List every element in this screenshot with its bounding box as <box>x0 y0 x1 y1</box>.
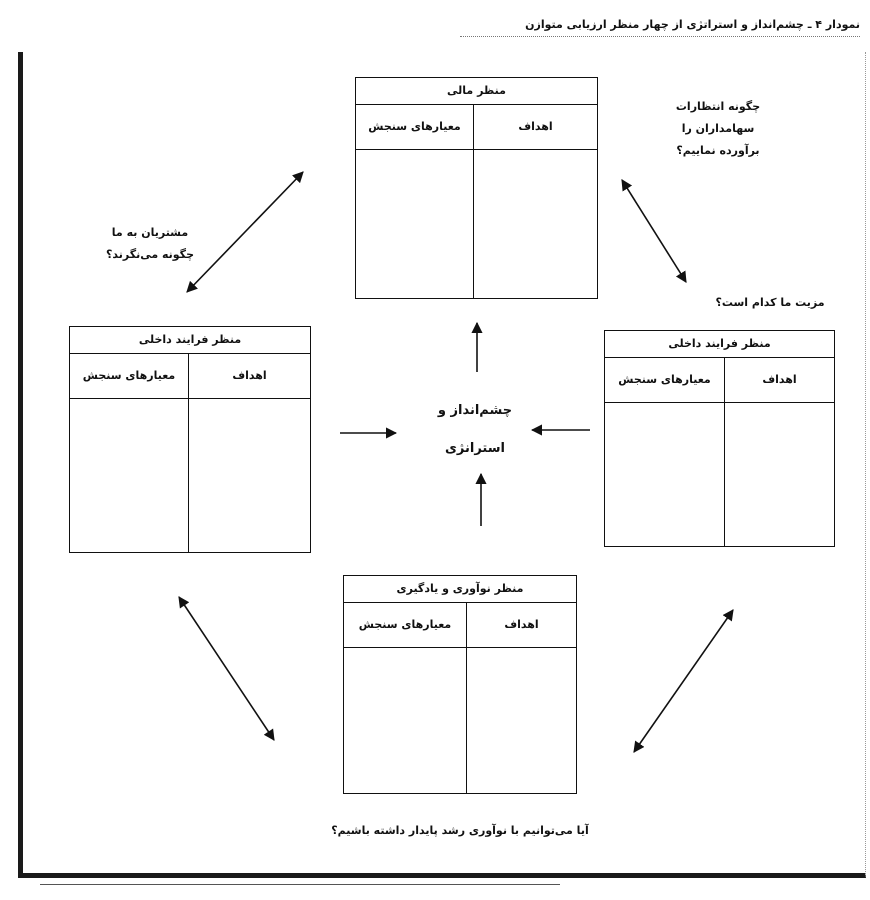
arrow-top-left <box>186 171 304 293</box>
vision-strategy-label: چشم‌انداز و استرانژی <box>437 403 513 456</box>
box-header: منظر فرایند داخلی <box>605 331 834 358</box>
box-header: منظر مالی <box>356 78 597 105</box>
measures-header: معیارهای سنجش <box>344 603 466 648</box>
goals-column: اهداف <box>466 603 576 793</box>
measures-header: معیارهای سنجش <box>605 358 724 403</box>
goals-header: اهداف <box>725 358 834 403</box>
measures-column: معیارهای سنجش <box>344 603 466 793</box>
goals-header: اهداف <box>474 105 597 150</box>
customers-question: مشتریان به ما چگونه می‌نگرند؟ <box>105 226 195 261</box>
measures-header: معیارهای سنجش <box>356 105 473 150</box>
title-underline <box>460 36 860 37</box>
shareholders-question: چگونه انتظارات سهامداران را برآورده نمای… <box>675 100 761 157</box>
arrow-bottom-right <box>633 609 734 753</box>
bottom-rule <box>40 884 560 885</box>
goals-header: اهداف <box>189 354 310 399</box>
internal-process-right-box: منظر فرایند داخلی اهداف معیارهای سنجش <box>604 330 835 547</box>
measures-header: معیارهای سنجش <box>70 354 188 399</box>
diagram-frame <box>18 52 866 878</box>
goals-column: اهداف <box>724 358 834 546</box>
goals-column: اهداف <box>188 354 310 552</box>
advantage-question: مزیت ما کدام است؟ <box>715 296 825 309</box>
financial-perspective-box: منظر مالی اهداف معیارهای سنجش <box>355 77 598 299</box>
goals-column: اهداف <box>473 105 597 298</box>
internal-process-left-box: منظر فرایند داخلی اهداف معیارهای سنجش <box>69 326 311 553</box>
box-header: منظر نوآوری و یادگیری <box>344 576 576 603</box>
arrow-bottom-left <box>178 596 275 741</box>
measures-column: معیارهای سنجش <box>356 105 473 298</box>
innovation-learning-box: منظر نوآوری و یادگیری اهداف معیارهای سنج… <box>343 575 577 794</box>
arrow-top-right <box>621 179 687 283</box>
growth-question: آیا می‌توانیم با نوآوری رشد پایدار داشته… <box>331 824 589 837</box>
diagram-title: نمودار ۴ ـ چشم‌انداز و استراتژی از چهار … <box>525 18 860 31</box>
goals-header: اهداف <box>467 603 576 648</box>
measures-column: معیارهای سنجش <box>70 354 188 552</box>
box-header: منظر فرایند داخلی <box>70 327 310 354</box>
measures-column: معیارهای سنجش <box>605 358 724 546</box>
